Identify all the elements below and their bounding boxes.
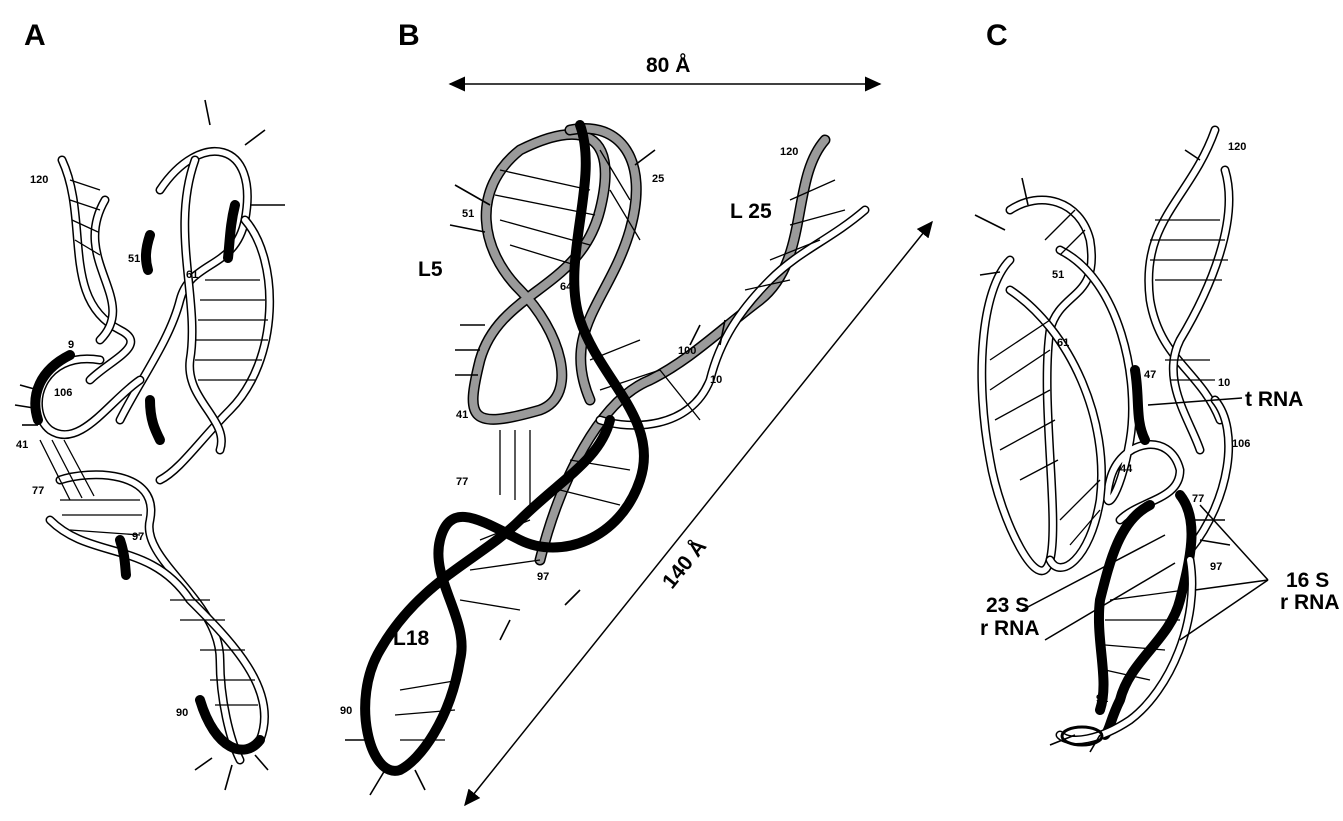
b-residue-90: 90: [340, 705, 352, 717]
width-dimension-label: 80 Å: [646, 53, 690, 77]
a-residue-120: 120: [30, 174, 48, 186]
b-residue-41: 41: [456, 409, 468, 421]
c-residue-106: 106: [1232, 438, 1250, 450]
c-residue-97: 97: [1210, 561, 1222, 573]
rrna16-label-line2: r RNA: [1280, 591, 1340, 614]
b-residue-97: 97: [537, 571, 549, 583]
panel-a-letter: A: [24, 19, 46, 52]
c-residue-77: 77: [1192, 493, 1204, 505]
trna-pointer-line: [1148, 398, 1242, 405]
panel-b-molecule: [345, 125, 865, 795]
length-dimension-label: 140 Å: [657, 534, 711, 593]
a-residue-51: 51: [128, 253, 140, 265]
rrna23-label-line2: r RNA: [980, 617, 1040, 640]
panel-c: C: [975, 19, 1340, 752]
c-residue-47: 47: [1144, 369, 1156, 381]
b-residue-10: 10: [710, 374, 722, 386]
c-residue-51: 51: [1052, 269, 1064, 281]
b-residue-64: 64: [560, 281, 573, 293]
rrna16-label-line1: 16 S: [1286, 569, 1329, 592]
a-residue-90: 90: [176, 707, 188, 719]
panel-b-letter: B: [398, 19, 420, 52]
panel-c-molecule: [975, 130, 1230, 752]
a-residue-61: 61: [186, 269, 198, 281]
a-residue-77: 77: [32, 485, 44, 497]
b-residue-100: 100: [678, 345, 696, 357]
c-residue-10: 10: [1218, 377, 1230, 389]
c-residue-44: 44: [1120, 463, 1133, 475]
b-residue-25: 25: [652, 173, 664, 185]
b-residue-51: 51: [462, 208, 474, 220]
c-residue-61: 61: [1057, 337, 1069, 349]
panel-a: A: [15, 19, 285, 790]
b-residue-77: 77: [456, 476, 468, 488]
b-residue-120: 120: [780, 146, 798, 158]
panel-b: B 80 Å 140 Å: [340, 19, 932, 805]
a-residue-9: 9: [68, 339, 74, 351]
trna-label: t RNA: [1245, 388, 1303, 411]
rrna23-label-line1: 23 S: [986, 594, 1029, 617]
a-residue-97: 97: [132, 531, 144, 543]
c-residue-120: 120: [1228, 141, 1246, 153]
c-residue-91: 91: [1096, 693, 1108, 705]
a-residue-41: 41: [16, 439, 28, 451]
panel-a-molecule: [15, 100, 285, 790]
loop-label-l25: L 25: [730, 200, 772, 223]
rrna16-pointer-line-2: [1195, 580, 1268, 590]
loop-label-l5: L5: [418, 258, 443, 281]
a-residue-106: 106: [54, 387, 72, 399]
panel-c-letter: C: [986, 19, 1008, 52]
loop-label-l18: L18: [393, 627, 430, 650]
